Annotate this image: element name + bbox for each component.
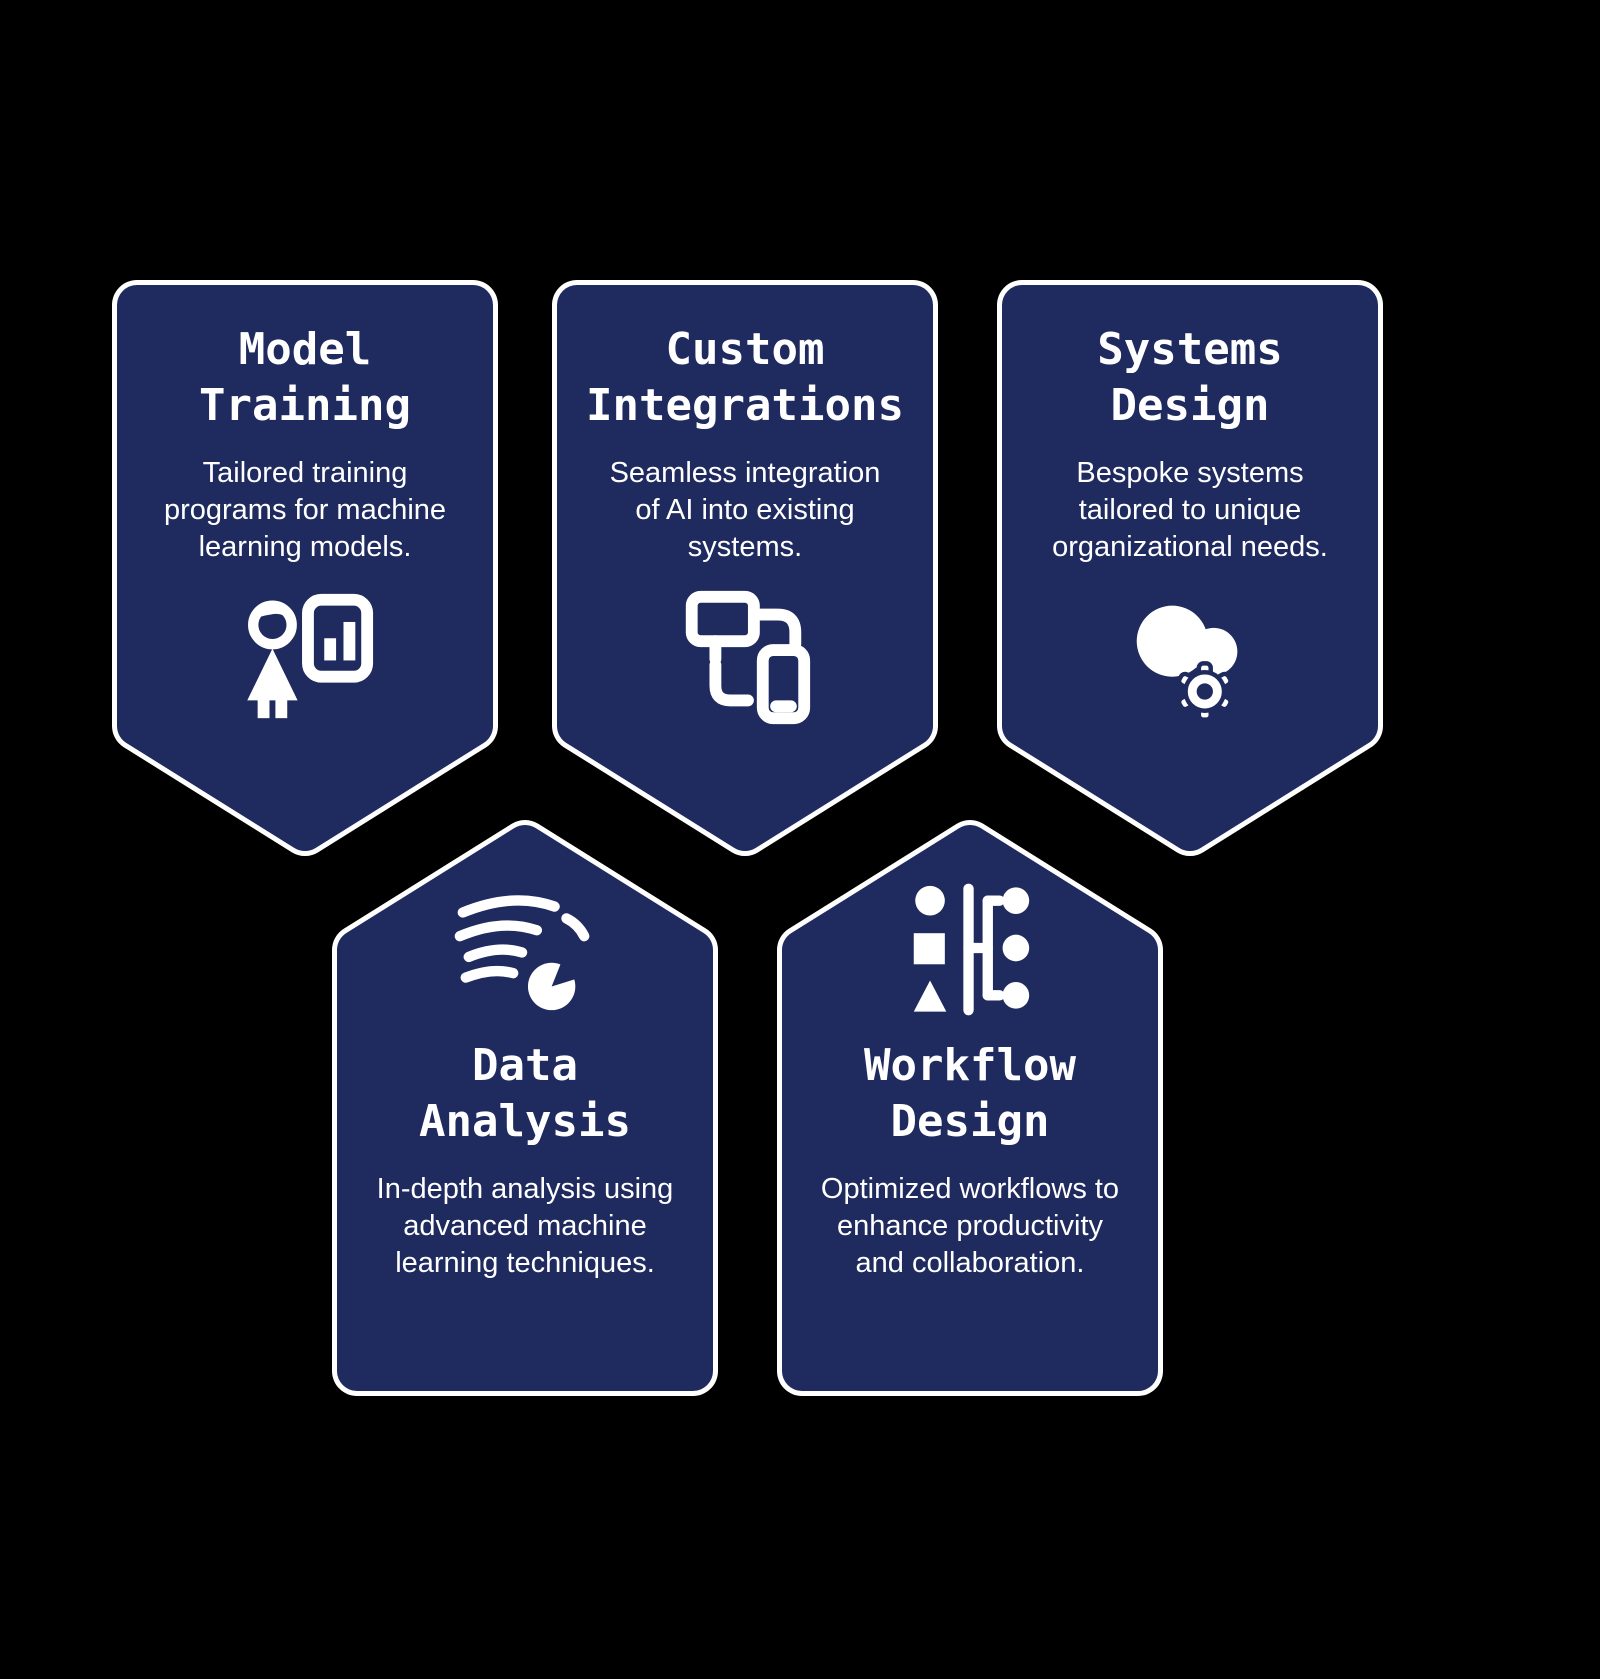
card-workflow-design: Workflow Design Optimized workflows to e… [775,818,1165,1398]
card-systems-design: Systems Design Bespoke systems tailored … [995,278,1385,858]
data-flow-pie-icon [454,895,590,1011]
device-integration-icon [685,590,811,725]
card-content: Workflow Design Optimized workflows to e… [775,818,1165,1454]
card-title: Systems Design [1097,324,1283,432]
card-content: Systems Design Bespoke systems tailored … [995,278,1385,902]
card-shape-banner-up [777,820,1163,1396]
card-shape-banner-down [112,280,498,856]
card-shape-banner-up [332,820,718,1396]
card-description: Bespoke systems tailored to unique organ… [1052,456,1328,563]
card-title: Custom Integrations [586,324,904,432]
flowchart-icon [913,883,1030,1016]
card-description: Optimized workflows to enhance productiv… [820,1172,1120,1279]
card-description: Seamless integration of AI into existing… [609,456,881,563]
card-shape-banner-down [552,280,938,856]
card-model-training: Model Training Tailored training program… [110,278,500,858]
card-data-analysis: Data Analysis In-depth analysis using ad… [330,818,720,1398]
card-custom-integrations: Custom Integrations Seamless integration… [550,278,940,858]
card-content: Model Training Tailored training program… [110,278,500,902]
card-shape-banner-down [997,280,1383,856]
card-title: Data Analysis [419,1040,631,1148]
trainer-presentation-icon [247,593,374,719]
card-description: Tailored training programs for machine l… [163,456,447,563]
cloud-gear-icon [1136,605,1238,722]
card-title: Model Training [199,324,411,432]
card-content: Custom Integrations Seamless integration… [550,278,940,902]
card-content: Data Analysis In-depth analysis using ad… [330,818,720,1454]
card-title: Workflow Design [864,1040,1076,1148]
card-description: In-depth analysis using advanced machine… [376,1172,674,1279]
